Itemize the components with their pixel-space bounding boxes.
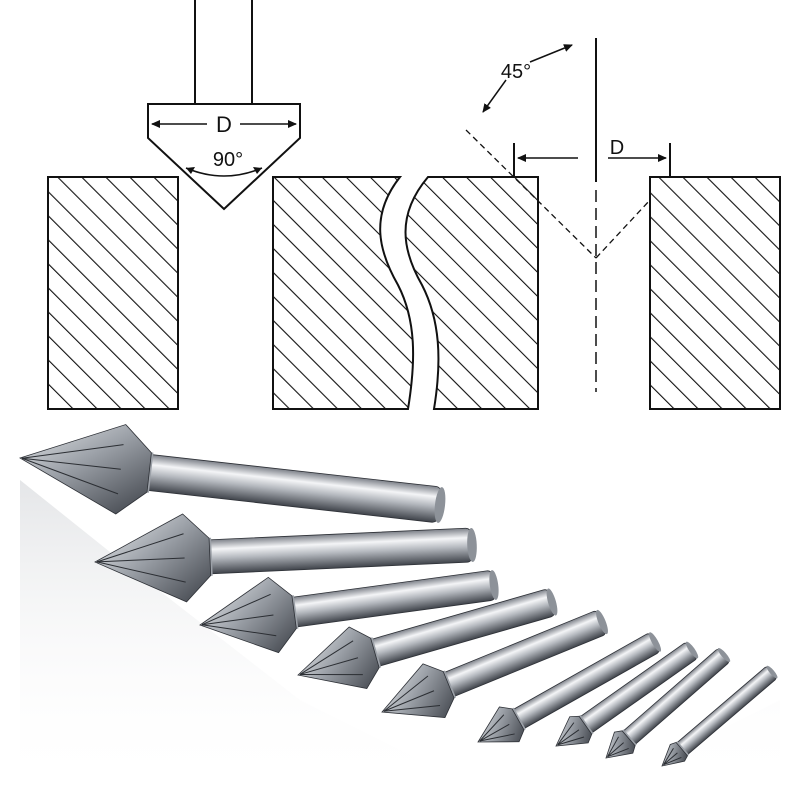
bit-shank-end bbox=[766, 665, 778, 679]
bit-flute bbox=[299, 657, 359, 675]
countersink-angle-label: 90° bbox=[213, 149, 243, 171]
chamfer-angle-dimension: 45° bbox=[482, 44, 573, 113]
bit-flute bbox=[201, 614, 274, 626]
chamfer-geometry bbox=[465, 38, 651, 392]
chamfer-diameter-label: D bbox=[610, 137, 624, 159]
bit-flute bbox=[96, 557, 185, 563]
countersink-bit bbox=[94, 513, 477, 603]
countersink-bit bbox=[19, 424, 446, 523]
bit-flute bbox=[21, 457, 119, 495]
bit-flute bbox=[557, 736, 585, 746]
bit-flute bbox=[96, 533, 184, 563]
countersink-bit bbox=[381, 609, 608, 719]
floor-reflection bbox=[20, 480, 780, 791]
bit-flute bbox=[21, 444, 124, 459]
countersink-bit bbox=[661, 665, 778, 767]
bit-flute bbox=[201, 593, 271, 626]
bit-flute bbox=[299, 673, 363, 676]
bit-flute bbox=[557, 722, 575, 746]
countersink-diameter-dimension: D bbox=[151, 112, 297, 137]
bit-shank-end bbox=[489, 570, 499, 600]
bit-flute bbox=[607, 747, 629, 758]
bit-flute bbox=[479, 723, 510, 742]
bit-cone-head bbox=[94, 513, 212, 603]
workpiece-right bbox=[649, 176, 781, 410]
workpiece-left bbox=[47, 176, 179, 410]
bit-flute bbox=[607, 736, 620, 757]
bit-shank bbox=[143, 454, 442, 523]
bit-flute bbox=[21, 457, 121, 470]
bit-shank-end bbox=[717, 648, 731, 662]
bit-shank-end bbox=[434, 487, 446, 523]
bit-cone-head bbox=[19, 424, 152, 515]
bit-shank bbox=[204, 527, 473, 575]
bit-shank-end bbox=[596, 609, 608, 635]
bit-shank-end bbox=[685, 641, 699, 659]
chamfer-diameter-dimension: D bbox=[513, 137, 671, 178]
bit-cone-head bbox=[555, 715, 593, 747]
bit-flute bbox=[383, 705, 441, 712]
chamfer-angle-label: 45° bbox=[501, 61, 531, 83]
bit-flute bbox=[383, 675, 429, 712]
bit-flute bbox=[383, 690, 435, 712]
bit-flute bbox=[479, 714, 505, 742]
countersink-bit bbox=[605, 648, 731, 759]
countersink-diameter-label: D bbox=[216, 112, 232, 137]
bit-cone-head bbox=[477, 706, 525, 743]
countersink-angle-dimension: 90° bbox=[185, 149, 263, 177]
countersink-bit bbox=[555, 641, 699, 747]
bit-shank-end bbox=[467, 528, 477, 562]
bit-shank-end bbox=[546, 588, 558, 616]
countersink-bits-photo bbox=[19, 424, 780, 791]
bit-cone-head bbox=[297, 626, 380, 689]
bit-cone-head bbox=[199, 576, 297, 654]
countersink-tool-drawing bbox=[147, 0, 301, 211]
bit-flute bbox=[479, 733, 515, 742]
countersink-bit bbox=[477, 632, 662, 743]
workpiece-center-broken bbox=[272, 176, 539, 410]
bit-flute bbox=[96, 561, 186, 583]
bit-flute bbox=[663, 747, 674, 765]
bit-flute bbox=[663, 756, 682, 766]
bit-flute bbox=[557, 729, 580, 746]
countersink-diagram: D 90° 45° bbox=[47, 0, 781, 410]
bit-flute bbox=[663, 752, 678, 766]
bit-flute bbox=[299, 640, 354, 675]
countersink-bit bbox=[297, 588, 558, 689]
bit-shank-end bbox=[648, 632, 662, 652]
bit-flute bbox=[607, 742, 624, 758]
bit-flute bbox=[201, 624, 277, 637]
countersink-bit bbox=[199, 570, 499, 654]
